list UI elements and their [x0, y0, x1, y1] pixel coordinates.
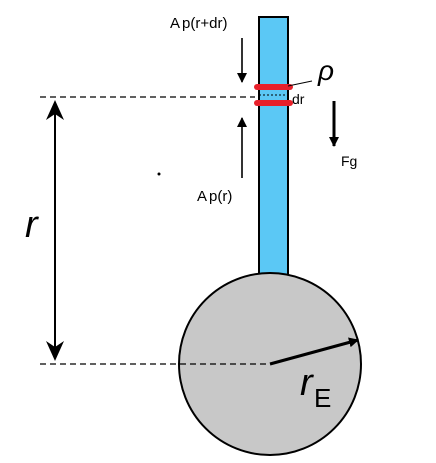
height-arrow-head-bottom [46, 341, 64, 361]
height-arrow-head-top [46, 100, 64, 120]
slice-top-band [254, 84, 293, 90]
force-bottom-area-symbol: A [197, 188, 207, 205]
slice-bottom-band [254, 100, 293, 106]
radius-label: r [300, 362, 314, 404]
density-label: ρ [317, 55, 334, 86]
fluid-column [258, 16, 289, 276]
force-top-area-symbol: A [170, 15, 180, 32]
gravity-label: Fg [341, 153, 357, 169]
radius-main-symbol: r [300, 362, 314, 404]
force-bottom-expression: p(r) [209, 188, 232, 205]
radius-arrow [269, 337, 359, 366]
density-leader-line [287, 80, 313, 87]
radius-subscript: E [314, 383, 331, 413]
slice-label: dr [292, 91, 305, 107]
height-label: r [25, 204, 39, 246]
stray-dot [157, 172, 161, 176]
force-top-expression: p(r+dr) [182, 15, 227, 32]
